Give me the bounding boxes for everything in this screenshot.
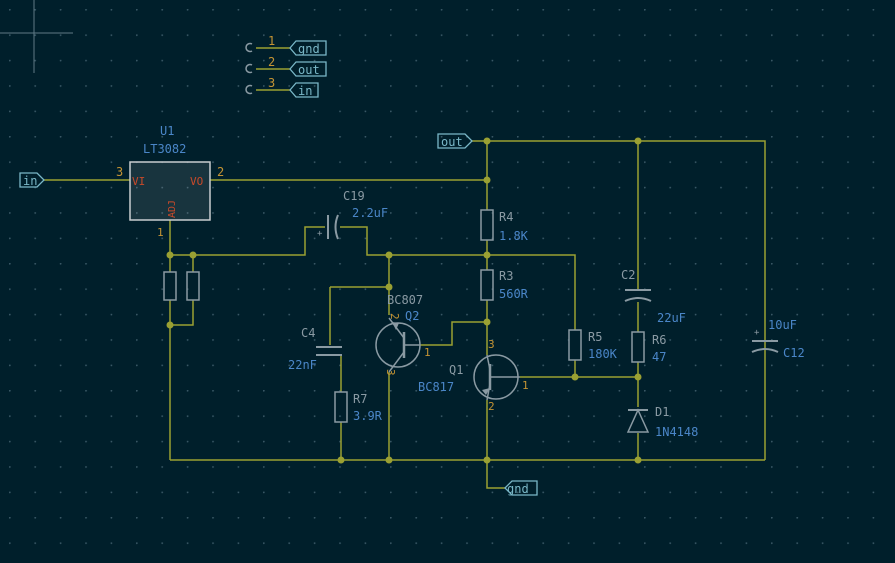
- header-pin-1[interactable]: 1 gnd: [245, 34, 327, 56]
- r3-ref: R3: [499, 269, 513, 283]
- r6-ref: R6: [652, 333, 666, 347]
- c2-value: 22uF: [657, 311, 686, 325]
- svg-text:1: 1: [424, 346, 431, 359]
- svg-text:2: 2: [488, 400, 495, 413]
- svg-text:3: 3: [384, 369, 397, 376]
- c2-ref: C2: [621, 268, 635, 282]
- u1-ref: U1: [160, 124, 174, 138]
- r6-value: 47: [652, 350, 666, 364]
- q1-ref: Q1: [449, 363, 463, 377]
- svg-text:2: 2: [388, 313, 401, 320]
- svg-text:in: in: [23, 174, 37, 188]
- c2-capacitor[interactable]: C2 22uF: [621, 268, 686, 325]
- r6-resistor[interactable]: R6 47: [631, 331, 666, 364]
- svg-text:1: 1: [157, 226, 164, 239]
- port-in[interactable]: in: [19, 172, 45, 188]
- header-pin-label: in: [298, 84, 312, 98]
- u1-value: LT3082: [143, 142, 186, 156]
- u1-pin-vi: VI: [132, 175, 145, 188]
- port-out[interactable]: out: [437, 133, 473, 149]
- port-gnd[interactable]: gnd: [504, 480, 538, 496]
- svg-text:gnd: gnd: [507, 482, 529, 496]
- r7-value: 3.9R: [353, 409, 383, 423]
- svg-text:1: 1: [522, 379, 529, 392]
- c12-value: 10uF: [768, 318, 797, 332]
- u1-regulator[interactable]: U1 LT3082 VI VO ADJ 3 2 1: [116, 124, 224, 239]
- svg-text:3: 3: [488, 338, 495, 351]
- r5-resistor[interactable]: R5 180K: [568, 329, 618, 361]
- header-pin-label: out: [298, 63, 320, 77]
- header-pin-label: gnd: [298, 42, 320, 56]
- d1-value: 1N4148: [655, 425, 698, 439]
- d1-diode[interactable]: D1 1N4148: [626, 405, 698, 439]
- u1-pin-vo: VO: [190, 175, 203, 188]
- q1-value: BC817: [418, 380, 454, 394]
- r4-ref: R4: [499, 210, 513, 224]
- c12-capacitor[interactable]: + 10uF C12: [751, 318, 805, 360]
- c4-capacitor[interactable]: C4 22nF: [288, 326, 342, 372]
- c4-value: 22nF: [288, 358, 317, 372]
- r3-value: 560R: [499, 287, 529, 301]
- c4-ref: C4: [301, 326, 315, 340]
- header-pin-number: 2: [268, 55, 275, 69]
- r4-resistor[interactable]: R4 1.8K: [480, 209, 529, 243]
- adj-resistor-pair[interactable]: [163, 271, 200, 301]
- header-pin-number: 1: [268, 34, 275, 48]
- svg-text:+: +: [754, 328, 760, 338]
- r5-ref: R5: [588, 330, 602, 344]
- svg-text:+: +: [317, 229, 323, 239]
- header-pin-2[interactable]: 2 out: [245, 55, 327, 77]
- r7-resistor[interactable]: R7 3.9R: [334, 391, 383, 423]
- header-pin-number: 3: [268, 76, 275, 90]
- r5-value: 180K: [588, 347, 618, 361]
- c12-ref: C12: [783, 346, 805, 360]
- junctions: [166, 137, 642, 464]
- u1-pin-adj: ADJ: [167, 200, 178, 218]
- cursor-crosshair: [0, 0, 73, 73]
- c19-capacitor[interactable]: + C19 2.2uF: [317, 189, 388, 240]
- q2-value: BC807: [387, 293, 423, 307]
- wires[interactable]: [44, 140, 766, 489]
- header-connector[interactable]: 1 gnd 2 out 3 in: [245, 34, 327, 98]
- c19-value: 2.2uF: [352, 206, 388, 220]
- svg-text:2: 2: [217, 165, 224, 179]
- q2-transistor[interactable]: BC807 Q2 1 2 3: [375, 293, 431, 376]
- q2-ref: Q2: [405, 309, 419, 323]
- svg-text:3: 3: [116, 165, 123, 179]
- header-pin-3[interactable]: 3 in: [245, 76, 319, 98]
- svg-text:out: out: [441, 135, 463, 149]
- c19-ref: C19: [343, 189, 365, 203]
- r3-resistor[interactable]: R3 560R: [480, 269, 529, 301]
- r4-value: 1.8K: [499, 229, 529, 243]
- d1-ref: D1: [655, 405, 669, 419]
- q1-transistor[interactable]: Q1 BC817 1 3 2: [418, 338, 529, 413]
- r7-ref: R7: [353, 392, 367, 406]
